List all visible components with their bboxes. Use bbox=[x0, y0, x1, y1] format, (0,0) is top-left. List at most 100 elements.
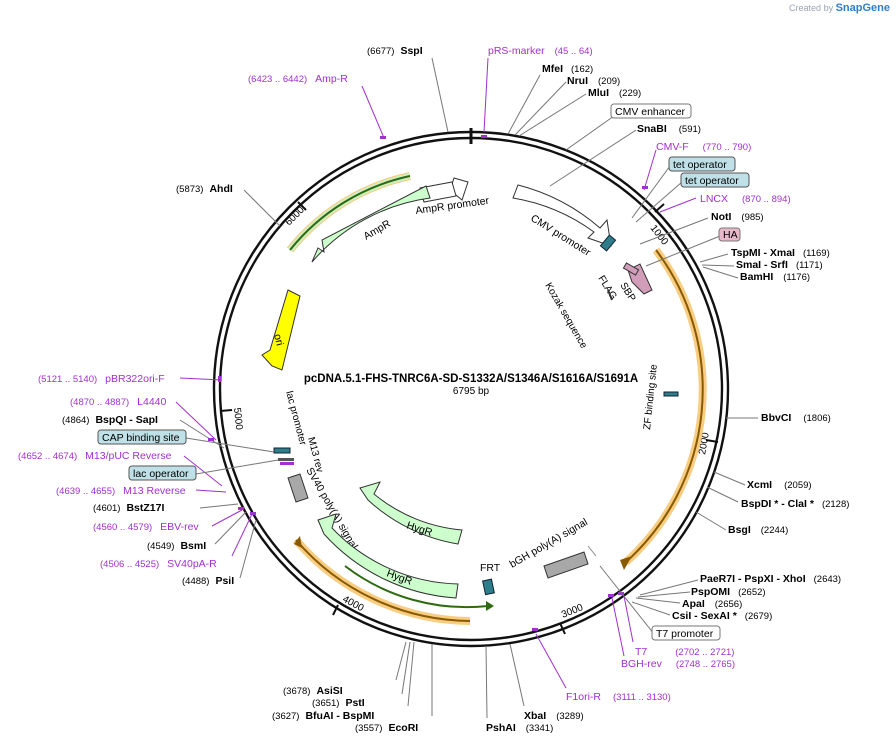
lac-promoter-label: lac promoter bbox=[283, 390, 308, 447]
svg-text:(4652 .. 4674)M13/pUC Reverse: (4652 .. 4674)M13/pUC Reverse bbox=[18, 450, 172, 462]
svg-text:SnaBI(591): SnaBI(591) bbox=[637, 123, 701, 135]
svg-text:MfeI(162): MfeI(162) bbox=[542, 63, 593, 75]
site-apai: ApaI(2656) bbox=[635, 597, 742, 610]
svg-text:T7(2702 .. 2721): T7(2702 .. 2721) bbox=[635, 646, 734, 658]
site-xbai: XbaI(3289) bbox=[509, 643, 584, 722]
svg-text:BGH-rev(2748 .. 2765): BGH-rev(2748 .. 2765) bbox=[621, 658, 735, 670]
site-bbvci: BbvCI(1806) bbox=[726, 412, 831, 424]
frt-block bbox=[482, 578, 495, 596]
box-tet-operator-1: tet operator bbox=[631, 156, 736, 219]
m13-rev-block bbox=[280, 462, 294, 465]
box-lac-operator: lac operator bbox=[128, 459, 279, 481]
site-xcmi: XcmI(2059) bbox=[713, 471, 812, 491]
primer-lncx: LNCX(870 .. 894) bbox=[659, 193, 791, 213]
site-pspomi: PspOMI(2652) bbox=[637, 586, 766, 598]
cap-binding-block bbox=[273, 447, 291, 454]
svg-text:XbaI(3289): XbaI(3289) bbox=[524, 710, 584, 722]
orf-line bbox=[625, 249, 704, 563]
box-ha: HA bbox=[645, 227, 741, 267]
tick-1000: 1000 bbox=[648, 203, 670, 248]
primer-m13-puc-reverse: (4652 .. 4674)M13/pUC Reverse bbox=[18, 450, 223, 487]
snapgene-logo: SnapGene bbox=[835, 2, 890, 14]
ampr-fill bbox=[287, 173, 411, 252]
svg-text:tet operator: tet operator bbox=[685, 175, 739, 187]
svg-text:(4870 .. 4887)L4440: (4870 .. 4887)L4440 bbox=[70, 396, 167, 408]
primer-amp-r: (6423 .. 6442)Amp-R bbox=[248, 73, 386, 139]
svg-text:tet operator: tet operator bbox=[673, 159, 727, 171]
sv40-polya-block bbox=[287, 473, 309, 503]
svg-text:CAP binding site: CAP binding site bbox=[102, 432, 180, 444]
svg-text:BsgI(2244): BsgI(2244) bbox=[728, 524, 788, 536]
box-tet-operator-2: tet operator bbox=[635, 172, 750, 223]
lower-orf-arrowhead bbox=[294, 536, 302, 548]
site-paer7i-pspxi-xhoi: PaeR7I - PspXI - XhoI(2643) bbox=[639, 573, 841, 596]
svg-text:(4549)BsmI: (4549)BsmI bbox=[147, 540, 206, 552]
site-mfei: MfeI(162) bbox=[507, 63, 593, 135]
hygr-arrow-1 bbox=[359, 481, 463, 545]
zf-binding-block bbox=[663, 391, 679, 397]
svg-text:XcmI(2059): XcmI(2059) bbox=[747, 479, 812, 491]
primer-m13-reverse: (4639 .. 4655)M13 Reverse bbox=[56, 485, 227, 497]
site-pshai: PshAI(3341) bbox=[485, 645, 553, 734]
svg-text:(4560 .. 4579)EBV-rev: (4560 .. 4579)EBV-rev bbox=[93, 521, 199, 533]
tick-5000: 5000 bbox=[219, 407, 244, 431]
box-t7-promoter: T7 promoter bbox=[599, 565, 721, 641]
box-cap-binding-site: CAP binding site bbox=[97, 429, 275, 453]
lower-orf-glow bbox=[292, 537, 471, 625]
bgh-polya-block bbox=[543, 551, 589, 579]
kozak-label: Kozak sequence bbox=[542, 281, 589, 351]
ha-block bbox=[622, 262, 640, 276]
svg-text:(4506 .. 4525)SV40pA-R: (4506 .. 4525)SV40pA-R bbox=[100, 558, 217, 570]
ampr-label: AmpR bbox=[362, 217, 394, 242]
svg-text:lac operator: lac operator bbox=[133, 468, 189, 480]
svg-text:5000: 5000 bbox=[231, 407, 244, 431]
svg-text:MluI(229): MluI(229) bbox=[588, 87, 641, 99]
plasmid-length: 6795 bp bbox=[453, 386, 490, 397]
credit-prefix: Created by bbox=[789, 3, 834, 13]
tet-operator-block bbox=[599, 234, 617, 252]
svg-text:(3651)PstI: (3651)PstI bbox=[312, 697, 365, 709]
lac-operator-block bbox=[278, 458, 294, 461]
site-tspmi-xmai: TspMI - XmaI(1169) bbox=[699, 247, 830, 263]
site-csii-sexai: CsiI - SexAI *(2679) bbox=[631, 601, 772, 622]
svg-text:CsiI - SexAI *(2679): CsiI - SexAI *(2679) bbox=[672, 610, 772, 622]
primer-f1ori-r: F1ori-R(3111 .. 3130) bbox=[532, 628, 671, 703]
site-nrui: NruI(209) bbox=[514, 75, 620, 136]
primer-sv40pa-r: (4506 .. 4525)SV40pA-R bbox=[100, 512, 256, 570]
hygr-arrow-2 bbox=[317, 513, 459, 599]
svg-text:(4864)BspQI - SapI: (4864)BspQI - SapI bbox=[62, 414, 158, 426]
svg-text:NotI(985): NotI(985) bbox=[711, 211, 764, 223]
svg-text:(3627)BfuAI - BspMI: (3627)BfuAI - BspMI bbox=[272, 710, 374, 722]
box-cmv-enhancer: CMV enhancer bbox=[565, 103, 692, 151]
site-noti: NotI(985) bbox=[639, 211, 764, 245]
ampr-arrow bbox=[311, 185, 431, 263]
primer-t7: T7(2702 .. 2721) bbox=[618, 592, 734, 658]
zf-binding-label: ZF binding site bbox=[642, 364, 660, 431]
site-mlui: MluI(229) bbox=[518, 87, 641, 137]
site-smai-srfi: SmaI - SrfI(1171) bbox=[701, 259, 823, 271]
hygr-label-1: HygR bbox=[405, 519, 434, 539]
svg-text:(4601)BstZ17I: (4601)BstZ17I bbox=[93, 502, 164, 514]
svg-text:BamHI(1176): BamHI(1176) bbox=[740, 271, 810, 283]
hygr-orf-arrowhead bbox=[486, 601, 494, 611]
snapgene-credit: Created by SnapGene bbox=[789, 2, 890, 14]
svg-text:SmaI - SrfI(1171): SmaI - SrfI(1171) bbox=[736, 259, 823, 271]
site-bamhi: BamHI(1176) bbox=[702, 266, 810, 283]
site-snabi: SnaBI(591) bbox=[549, 123, 701, 187]
svg-text:F1ori-R(3111 .. 3130): F1ori-R(3111 .. 3130) bbox=[566, 691, 671, 703]
lower-orf-line bbox=[295, 539, 471, 622]
svg-text:PaeR7I - PspXI - XhoI(2643): PaeR7I - PspXI - XhoI(2643) bbox=[700, 573, 841, 585]
svg-text:(6423 .. 6442)Amp-R: (6423 .. 6442)Amp-R bbox=[248, 73, 348, 85]
site-ahdi: (5873)AhdI bbox=[176, 183, 281, 227]
ampr-orf-line bbox=[289, 175, 411, 251]
svg-text:(6677)SspI: (6677)SspI bbox=[367, 45, 423, 57]
svg-text:(5873)AhdI: (5873)AhdI bbox=[176, 183, 233, 195]
primer-ebv-rev: (4560 .. 4579)EBV-rev bbox=[93, 507, 244, 533]
site-bspdi-clai: BspDI * - ClaI *(2128) bbox=[706, 486, 849, 510]
site-ecori: (3557)EcoRI bbox=[355, 644, 433, 734]
svg-text:PspOMI(2652): PspOMI(2652) bbox=[691, 586, 766, 598]
svg-text:(5121 .. 5140)pBR322ori-F: (5121 .. 5140)pBR322ori-F bbox=[38, 373, 165, 385]
svg-text:HA: HA bbox=[723, 229, 738, 241]
svg-text:LNCX(870 .. 894): LNCX(870 .. 894) bbox=[700, 193, 791, 205]
